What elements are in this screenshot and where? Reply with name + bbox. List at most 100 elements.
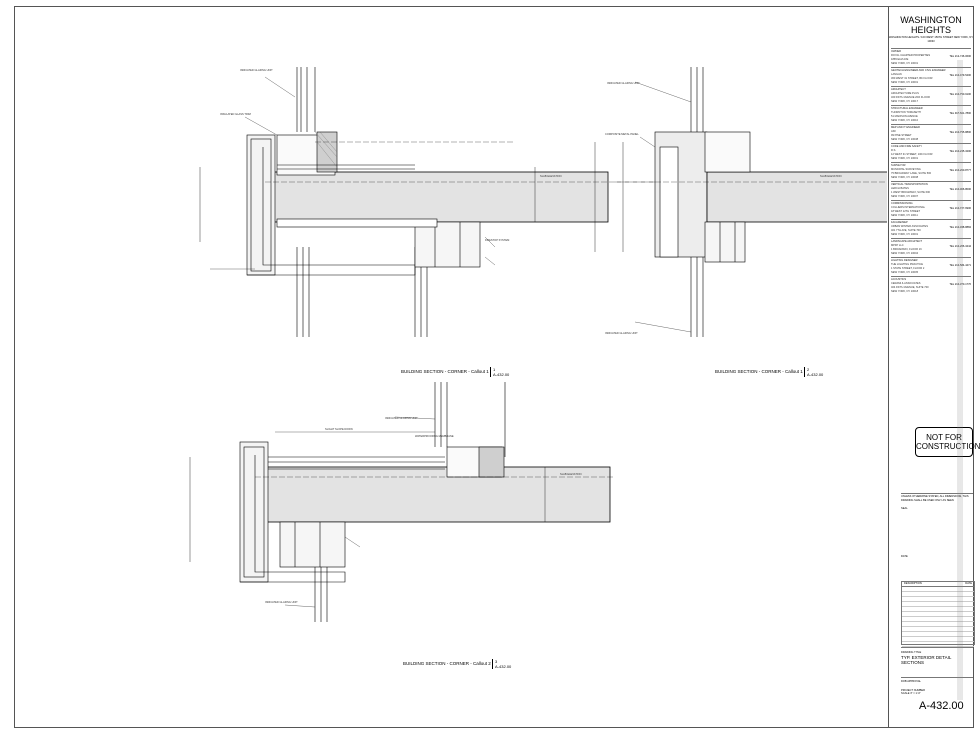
callout-sheet-3: A-432.00	[495, 664, 512, 669]
consultant-role: COMMISSIONING	[891, 202, 913, 205]
annotation-slab-1: SLAB ELEVATION	[540, 174, 562, 178]
sheet-number: A-432.00	[919, 700, 964, 712]
detail-drawings: INDICATED GLAZING UNIT INSULATED GLASS T…	[189, 67, 893, 622]
callout-sheet-1: A-432.00	[493, 372, 510, 377]
annotation-firestop-1: FIRESTOP SYSTEM	[485, 238, 509, 242]
detail-2	[594, 67, 893, 337]
caption-text-3: BUILDING SECTION - CORNER - Callout 2	[403, 661, 491, 667]
callout-number-1: 1	[493, 367, 496, 372]
consultant-name: THORNTON TOMASETTI	[891, 111, 922, 114]
revision-row	[902, 622, 974, 627]
consultant-address: 75 BROADWAY LANE, SUITE 500 NEW YORK, NY…	[891, 172, 932, 179]
revision-row	[902, 642, 974, 647]
detail-1	[199, 67, 655, 337]
consultant-role: STRUCTURAL ENGINEER	[891, 107, 923, 110]
consultant-role: CODE AND FIRE SAFETY	[891, 145, 922, 148]
sheet-title: TYP. EXTERIOR DETAIL SECTIONS	[901, 655, 952, 665]
consultant-role: ACOUSTICS	[891, 278, 907, 281]
annotation-glazing-2: INDICATED GLAZING UNIT	[607, 81, 640, 85]
annotation-glazing-3: INDICATED GLAZING UNIT	[385, 416, 418, 420]
callout-number-3: 3	[495, 659, 498, 664]
not-for-construction-stamp: NOT FOR CONSTRUCTION	[915, 427, 980, 457]
consultant-address: 320 FIFTH AVENUE 20th FLOOR NEW YORK, NY…	[891, 96, 930, 103]
annotation-slab-2: SLAB ELEVATION	[820, 174, 842, 178]
dob-label: DOB APPROVAL	[901, 677, 973, 684]
consultant-phone: TEL 212-727-6900	[949, 207, 971, 210]
sheet-title-label: DRAWING TITLE	[901, 651, 922, 654]
consultant-phone: TEL 212-206-3444	[949, 245, 971, 248]
annotation-glazing-3b: INDICATED GLAZING UNIT	[265, 600, 298, 604]
consultant-address: 404 FIFTH AVENUE, SUITE 700 NEW YORK, NY…	[891, 286, 929, 293]
consultant-name: LANGAN	[891, 73, 902, 76]
consultant-name: MPFP LLC	[891, 244, 904, 247]
drawing-area: INDICATED GLAZING UNIT INSULATED GLASS T…	[15, 7, 893, 727]
consultant-address: 12 WEST 31 STREET, 10th FLOOR NEW YORK, …	[891, 153, 933, 160]
annotation-glazing-2b: INDICATED GLAZING UNIT	[605, 331, 638, 335]
consultant-phone: TEL 212-245-3200	[949, 150, 971, 153]
consultant-name: URBAN WINTER ASSOCIATES	[891, 225, 928, 228]
project-address: WASHINGTON HEIGHTS / 100 WEST 150TH STRE…	[889, 36, 973, 43]
title-block: WASHINGTON HEIGHTS WASHINGTON HEIGHTS / …	[888, 7, 980, 727]
consultant-address: 1 WEST BROADWAY, SUITE 600 NEW YORK, NY …	[891, 191, 930, 198]
sheet-scale: SCALE 3" = 1'-0"	[901, 692, 921, 696]
sheet-title-block: DRAWING TITLE TYP. EXTERIOR DETAIL SECTI…	[901, 647, 973, 684]
revision-row	[902, 617, 974, 622]
revision-row	[902, 602, 974, 607]
consultant-phone: TEL 212-370-1776	[949, 283, 971, 286]
legal-note-strip	[957, 60, 963, 700]
consultant-address: 18 WEST 12TH STREET NEW YORK, NY 10011	[891, 210, 921, 217]
consultant-phone: TEL 212-938-8884	[949, 226, 971, 229]
project-number-label: PROJECT NUMBER	[901, 689, 926, 692]
consultant-address: 51 MADISON AVENUE NEW YORK, NY 10010	[891, 115, 919, 122]
revision-row	[902, 637, 974, 642]
consultant-phone: TEL 212-479-5400	[949, 74, 971, 77]
detail-3	[189, 382, 615, 622]
revision-row	[902, 607, 974, 612]
caption-text-2: BUILDING SECTION - CORNER - Callout 1	[715, 369, 803, 375]
consultant-phone: TEL 917-661-7800	[949, 112, 971, 115]
annotation-waterproof-3: WATERPROOFING MEMBRANE	[415, 434, 454, 438]
consultant-name: COLLIERS INTERNATIONAL	[891, 206, 926, 209]
consultant-role: ARCHITECT	[891, 88, 906, 91]
revision-row	[902, 592, 974, 597]
consultant-role: VERTICAL TRANSPORTATION	[891, 183, 928, 186]
revision-row	[902, 587, 974, 592]
consultant-phone: TEL 212-755-8800	[949, 131, 971, 134]
consultant-phone: TEL 212-746-0600	[949, 55, 971, 58]
annotation-slope-3: SLIGHT SLOPE DOWN	[325, 427, 353, 431]
revision-row	[902, 627, 974, 632]
consultant-phone: TEL 212-966-8000	[949, 188, 971, 191]
consultant-name: AKF	[891, 130, 897, 133]
date-label: DATE	[901, 555, 908, 558]
annotation-panel-2: COMPOSITE METAL PANEL	[605, 132, 639, 136]
revision-row	[902, 612, 974, 617]
annotation-trim-1: INSULATED GLASS TRIM	[220, 112, 251, 116]
callout-sheet-2: A-432.00	[807, 372, 824, 377]
consultant-role: GEOTECH ENGINEER AND CIVIL ENGINEER	[891, 69, 946, 72]
consultant-phone: TEL 212-750-9100	[949, 93, 971, 96]
consultant-address: 99 PINE STREET NEW YORK, NY 10038	[891, 134, 919, 141]
consultant-name: LERCH BATES	[891, 187, 909, 190]
revision-table: DESCRIPTION DATE	[901, 581, 975, 647]
consultant-name: CERAMI & ASSOCIATES	[891, 282, 921, 285]
disclaimer: UNLESS OTHERWISE STATED, ALL DIMENSIONS,…	[901, 493, 973, 503]
consultant-role: SURVEYOR	[891, 164, 906, 167]
consultant-address: 360 WEST 31 STREET, 8th FLOOR NEW YORK, …	[891, 77, 933, 84]
consultant-address: 1 BROADWAY, FLOOR 16 NEW YORK, NY 10004	[891, 248, 922, 255]
consultant-phone: TEL 212-260-8777	[949, 169, 971, 172]
revision-table-header: DESCRIPTION DATE	[902, 582, 974, 587]
